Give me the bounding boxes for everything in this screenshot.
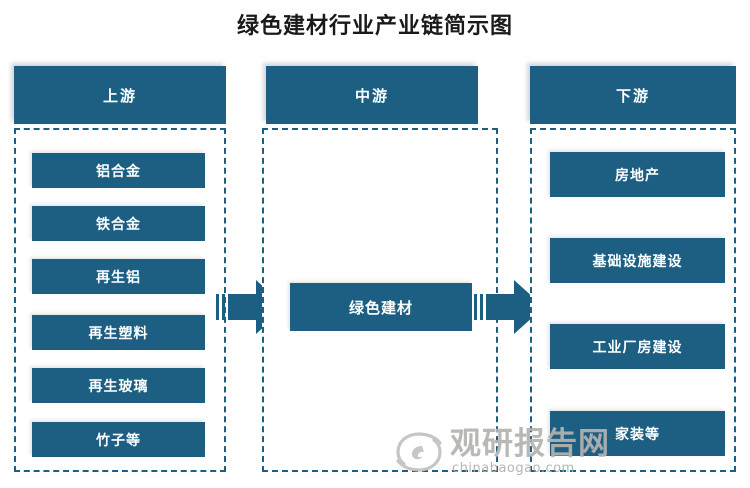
page-title: 绿色建材行业产业链简示图 <box>236 14 513 39</box>
upstream-item-label: 再生塑料 <box>88 325 149 342</box>
downstream-item-1: 基础设施建设 <box>550 238 725 283</box>
upstream-item-label: 再生玻璃 <box>88 378 149 395</box>
downstream-item-label: 家装等 <box>615 426 660 443</box>
upstream-item-4: 再生玻璃 <box>32 368 205 403</box>
upstream-item-label: 铁合金 <box>96 216 141 233</box>
upstream-item-0: 铝合金 <box>32 153 205 188</box>
upstream-item-label: 再生铝 <box>96 269 141 286</box>
column-header-upstream: 上游 <box>14 66 226 124</box>
upstream-item-label: 铝合金 <box>96 163 141 180</box>
downstream-item-3: 家装等 <box>550 411 725 456</box>
upstream-item-1: 铁合金 <box>32 206 205 241</box>
upstream-item-label: 竹子等 <box>96 432 141 449</box>
upstream-item-5: 竹子等 <box>32 422 205 457</box>
arrow-right-icon-upstream-to-midstream <box>216 276 288 338</box>
downstream-item-label: 工业厂房建设 <box>592 339 683 356</box>
midstream-item-label: 绿色建材 <box>348 298 413 317</box>
downstream-item-2: 工业厂房建设 <box>550 324 725 369</box>
midstream-item-0: 绿色建材 <box>290 283 472 331</box>
downstream-item-label: 房地产 <box>615 167 660 184</box>
column-header-midstream: 中游 <box>266 66 478 124</box>
arrow-right-icon-midstream-to-downstream <box>474 276 546 338</box>
downstream-item-0: 房地产 <box>550 152 725 197</box>
downstream-item-label: 基础设施建设 <box>592 253 683 270</box>
upstream-item-2: 再生铝 <box>32 259 205 294</box>
column-header-downstream: 下游 <box>530 66 736 124</box>
upstream-item-3: 再生塑料 <box>32 315 205 350</box>
